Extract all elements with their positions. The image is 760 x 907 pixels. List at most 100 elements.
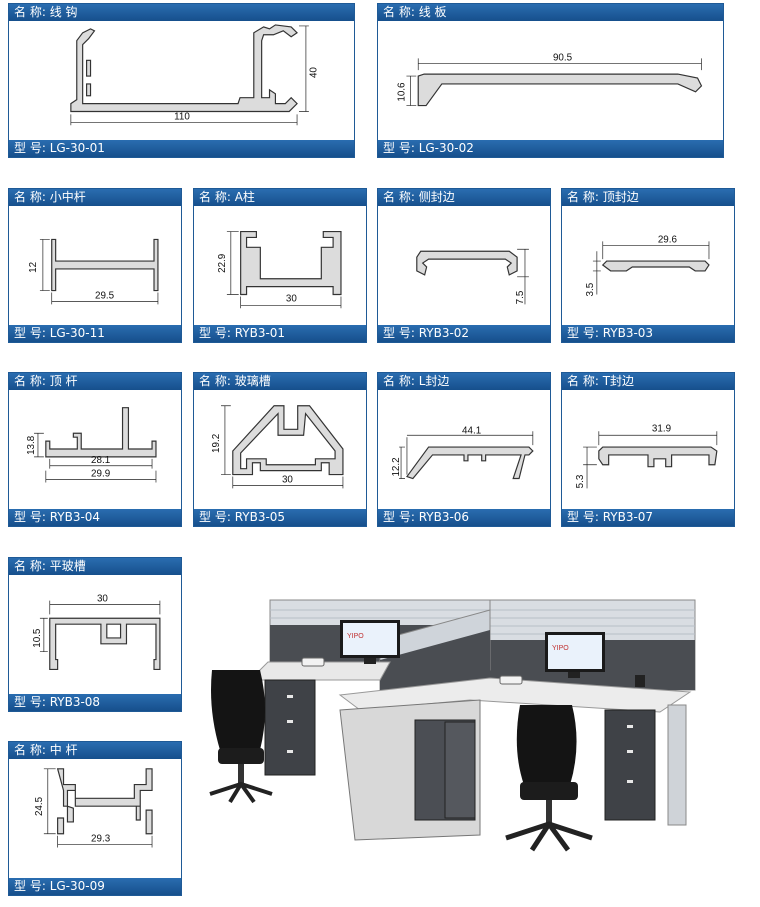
dimension-label: 30 xyxy=(97,594,108,605)
profile-model-bar: 型 号: RYB3-01 xyxy=(194,325,366,342)
profile-name-bar: 名 称: A柱 xyxy=(194,189,366,206)
profile-card-lg-30-01: 名 称: 线 钩 110 40 型 号: LG-30-01 xyxy=(8,3,355,158)
name-label: 名 称: xyxy=(199,374,231,388)
profile-name-bar: 名 称: T封边 xyxy=(562,373,734,390)
profile-model-bar: 型 号: LG-30-02 xyxy=(378,140,723,157)
profile-model: LG-30-01 xyxy=(49,141,105,155)
profile-name-bar: 名 称: 中 杆 xyxy=(9,742,181,759)
profile-model-bar: 型 号: RYB3-03 xyxy=(562,325,734,342)
profile-name-bar: 名 称: 玻璃槽 xyxy=(194,373,366,390)
profile-name-bar: 名 称: 平玻槽 xyxy=(9,558,181,575)
dimension-label: 29.5 xyxy=(95,290,115,301)
dimension-label: 31.9 xyxy=(652,423,671,434)
dimension-label: 10.6 xyxy=(396,82,407,102)
dimension-label: 19.2 xyxy=(211,434,222,453)
profile-name: 玻璃槽 xyxy=(234,374,271,388)
model-label: 型 号: xyxy=(14,326,46,340)
profile-model-bar: 型 号: LG-30-01 xyxy=(9,140,354,157)
profile-model-bar: 型 号: RYB3-02 xyxy=(378,325,550,342)
profile-model: RYB3-07 xyxy=(602,510,654,524)
profile-drawing: 22.9 30 xyxy=(194,206,366,325)
model-label: 型 号: xyxy=(383,326,415,340)
profile-model-bar: 型 号: RYB3-05 xyxy=(194,509,366,526)
profile-name-bar: 名 称: 小中杆 xyxy=(9,189,181,206)
profile-card-lg-30-09: 名 称: 中 杆 24.5 29.3 型 号: LG-30-09 xyxy=(8,741,182,896)
profile-name: 顶封边 xyxy=(602,190,639,204)
profile-name-bar: 名 称: 线 钩 xyxy=(9,4,354,21)
profile-card-ryb3-08: 名 称: 平玻槽 30 10.5 型 号: RYB3-08 xyxy=(8,557,182,712)
dimension-label: 44.1 xyxy=(462,425,481,436)
profile-card-ryb3-06: 名 称: L封边 44.1 12.2 型 号: RYB3-06 xyxy=(377,372,551,527)
name-label: 名 称: xyxy=(14,559,46,573)
profile-model: LG-30-02 xyxy=(418,141,474,155)
profile-model-bar: 型 号: LG-30-09 xyxy=(9,878,181,895)
profile-model: LG-30-09 xyxy=(49,879,105,893)
profile-model-bar: 型 号: RYB3-07 xyxy=(562,509,734,526)
dimension-label: 30 xyxy=(282,474,293,485)
profile-model-bar: 型 号: LG-30-11 xyxy=(9,325,181,342)
profile-card-lg-30-02: 名 称: 线 板 90.5 10.6 型 号: LG-30-02 xyxy=(377,3,724,158)
profile-drawing: 29.6 3.5 xyxy=(562,206,734,325)
model-label: 型 号: xyxy=(199,326,231,340)
profile-model: RYB3-03 xyxy=(602,326,654,340)
profile-name: 平玻槽 xyxy=(49,559,86,573)
profile-model: RYB3-01 xyxy=(234,326,286,340)
profile-drawing: 13.8 28.1 29.9 xyxy=(9,390,181,509)
model-label: 型 号: xyxy=(14,879,46,893)
profile-name-bar: 名 称: 顶封边 xyxy=(562,189,734,206)
profile-model: RYB3-06 xyxy=(418,510,470,524)
profile-name: L封边 xyxy=(418,374,450,388)
profile-drawing: 110 40 xyxy=(9,21,354,140)
profile-name: 顶 杆 xyxy=(49,374,78,388)
profile-model: LG-30-11 xyxy=(49,326,105,340)
monitor-logo: YIPO xyxy=(552,645,569,652)
profile-name-bar: 名 称: 侧封边 xyxy=(378,189,550,206)
profile-drawing: 19.2 30 xyxy=(194,390,366,509)
profile-drawing: 31.9 5.3 xyxy=(562,390,734,509)
dimension-label: 29.9 xyxy=(91,469,110,480)
dimension-label: 28.1 xyxy=(91,455,110,466)
dimension-label: 40 xyxy=(309,67,320,78)
dimension-label: 90.5 xyxy=(553,52,573,63)
profile-name: 中 杆 xyxy=(49,743,78,757)
dimension-label: 5.3 xyxy=(575,474,586,488)
name-label: 名 称: xyxy=(383,190,415,204)
profile-name: 小中杆 xyxy=(49,190,86,204)
profile-card-ryb3-03: 名 称: 顶封边 29.6 3.5 型 号: RYB3-03 xyxy=(561,188,735,343)
dimension-label: 3.5 xyxy=(585,282,596,296)
dimension-label: 12.2 xyxy=(391,457,402,476)
profile-name: T封边 xyxy=(602,374,635,388)
model-label: 型 号: xyxy=(567,510,599,524)
profile-model-bar: 型 号: RYB3-04 xyxy=(9,509,181,526)
profile-name: 线 板 xyxy=(418,5,447,19)
dimension-label: 10.5 xyxy=(32,628,43,648)
dimension-label: 13.8 xyxy=(26,435,37,455)
dimension-label: 29.6 xyxy=(658,234,678,245)
name-label: 名 称: xyxy=(567,374,599,388)
profile-model: RYB3-05 xyxy=(234,510,286,524)
profile-drawing: 24.5 29.3 xyxy=(9,759,181,878)
profile-card-ryb3-07: 名 称: T封边 31.9 5.3 型 号: RYB3-07 xyxy=(561,372,735,527)
profile-drawing: 44.1 12.2 xyxy=(378,390,550,509)
dimension-label: 12 xyxy=(28,262,39,273)
name-label: 名 称: xyxy=(383,374,415,388)
monitor-logo: YIPO xyxy=(347,633,364,640)
model-label: 型 号: xyxy=(14,141,46,155)
profile-model-bar: 型 号: RYB3-06 xyxy=(378,509,550,526)
profile-model: RYB3-04 xyxy=(49,510,101,524)
profile-drawing: 90.5 10.6 xyxy=(378,21,723,140)
profile-card-ryb3-04: 名 称: 顶 杆 13.8 28.1 29.9 型 号: RYB3-04 xyxy=(8,372,182,527)
model-label: 型 号: xyxy=(14,510,46,524)
name-label: 名 称: xyxy=(14,374,46,388)
profile-name-bar: 名 称: 线 板 xyxy=(378,4,723,21)
name-label: 名 称: xyxy=(567,190,599,204)
profile-card-ryb3-02: 名 称: 侧封边 7.5 型 号: RYB3-02 xyxy=(377,188,551,343)
dimension-label: 29.3 xyxy=(91,834,111,845)
profile-model: RYB3-02 xyxy=(418,326,470,340)
model-label: 型 号: xyxy=(199,510,231,524)
profile-model-bar: 型 号: RYB3-08 xyxy=(9,694,181,711)
dimension-label: 110 xyxy=(174,111,190,122)
name-label: 名 称: xyxy=(199,190,231,204)
profile-name: 线 钩 xyxy=(49,5,78,19)
profile-drawing: 30 10.5 xyxy=(9,575,181,694)
